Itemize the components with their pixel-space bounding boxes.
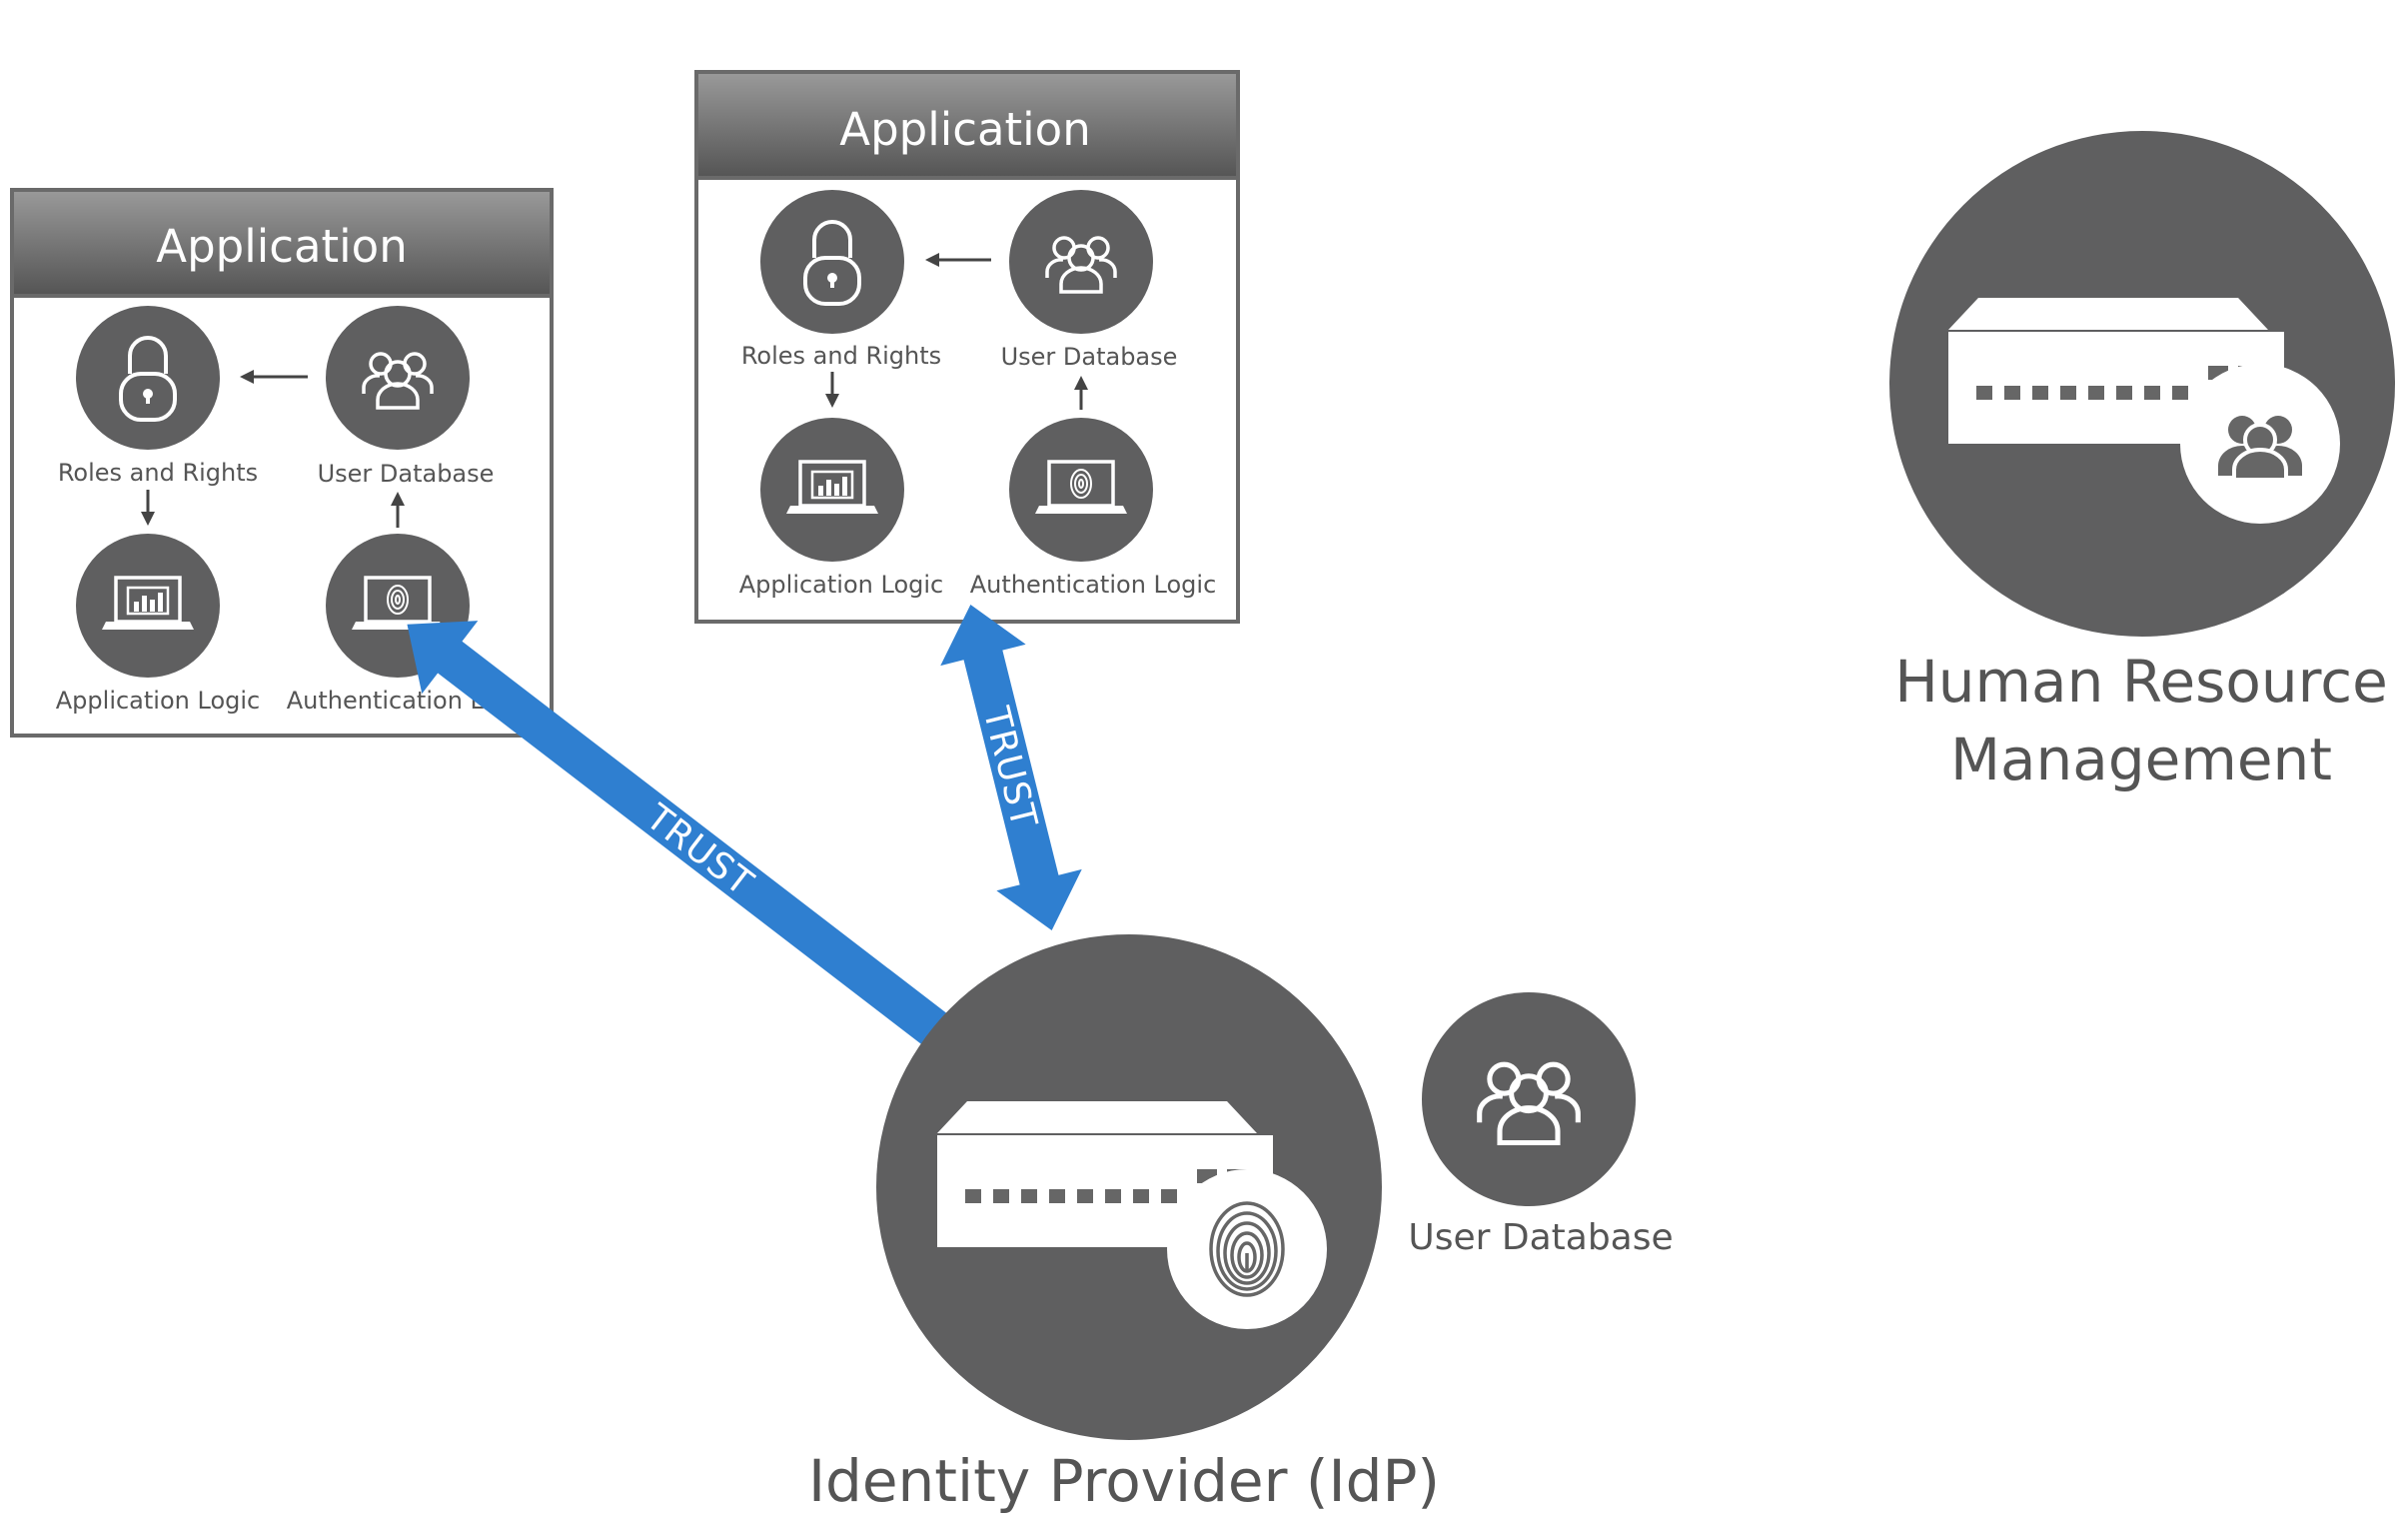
trust-label: TRUST bbox=[637, 796, 760, 904]
idp-user-database: User Database bbox=[1408, 992, 1674, 1258]
application-logic-node: Application Logic bbox=[739, 418, 943, 599]
trust-arrow-left: TRUST bbox=[407, 621, 994, 1078]
trust-arrow-middle: TRUST bbox=[940, 604, 1082, 931]
user-database-node: User Database bbox=[318, 306, 495, 488]
fingerprint-badge bbox=[1167, 1169, 1327, 1329]
identity-provider: Identity Provider (IdP) bbox=[808, 934, 1440, 1515]
flow-arrows bbox=[141, 370, 405, 528]
roles-rights-label: Roles and Rights bbox=[741, 342, 941, 370]
trust-label: TRUST bbox=[975, 703, 1045, 832]
laptop-fingerprint-icon bbox=[1033, 460, 1129, 516]
application-box-1: Application Roles and Rights User Databa… bbox=[10, 188, 554, 738]
idp-label: Identity Provider (IdP) bbox=[808, 1447, 1440, 1515]
human-resource-management: Human Resource Management bbox=[1889, 131, 2395, 793]
authentication-logic-node: Authentication Logic bbox=[970, 418, 1217, 599]
user-database-label: User Database bbox=[1001, 343, 1178, 371]
authentication-logic-label: Authentication Logic bbox=[970, 571, 1217, 599]
roles-rights-node: Roles and Rights bbox=[58, 306, 258, 487]
laptop-fingerprint-icon bbox=[350, 576, 446, 632]
hrm-label-line1: Human Resource bbox=[1894, 648, 2388, 716]
application-logic-label: Application Logic bbox=[56, 687, 260, 715]
roles-rights-node: Roles and Rights bbox=[741, 190, 941, 370]
application-title: Application bbox=[156, 220, 407, 273]
roles-rights-label: Roles and Rights bbox=[58, 459, 258, 487]
application-logic-node: Application Logic bbox=[56, 534, 260, 715]
hrm-label-line2: Management bbox=[1950, 726, 2332, 793]
user-database-label: User Database bbox=[318, 460, 495, 488]
application-box-2: Application Roles and Rights User Databa… bbox=[694, 70, 1240, 624]
user-database-label: User Database bbox=[1408, 1217, 1673, 1258]
user-database-node: User Database bbox=[1001, 190, 1178, 371]
application-logic-label: Application Logic bbox=[739, 571, 943, 599]
application-title: Application bbox=[839, 103, 1090, 156]
flow-arrows bbox=[825, 253, 1088, 410]
